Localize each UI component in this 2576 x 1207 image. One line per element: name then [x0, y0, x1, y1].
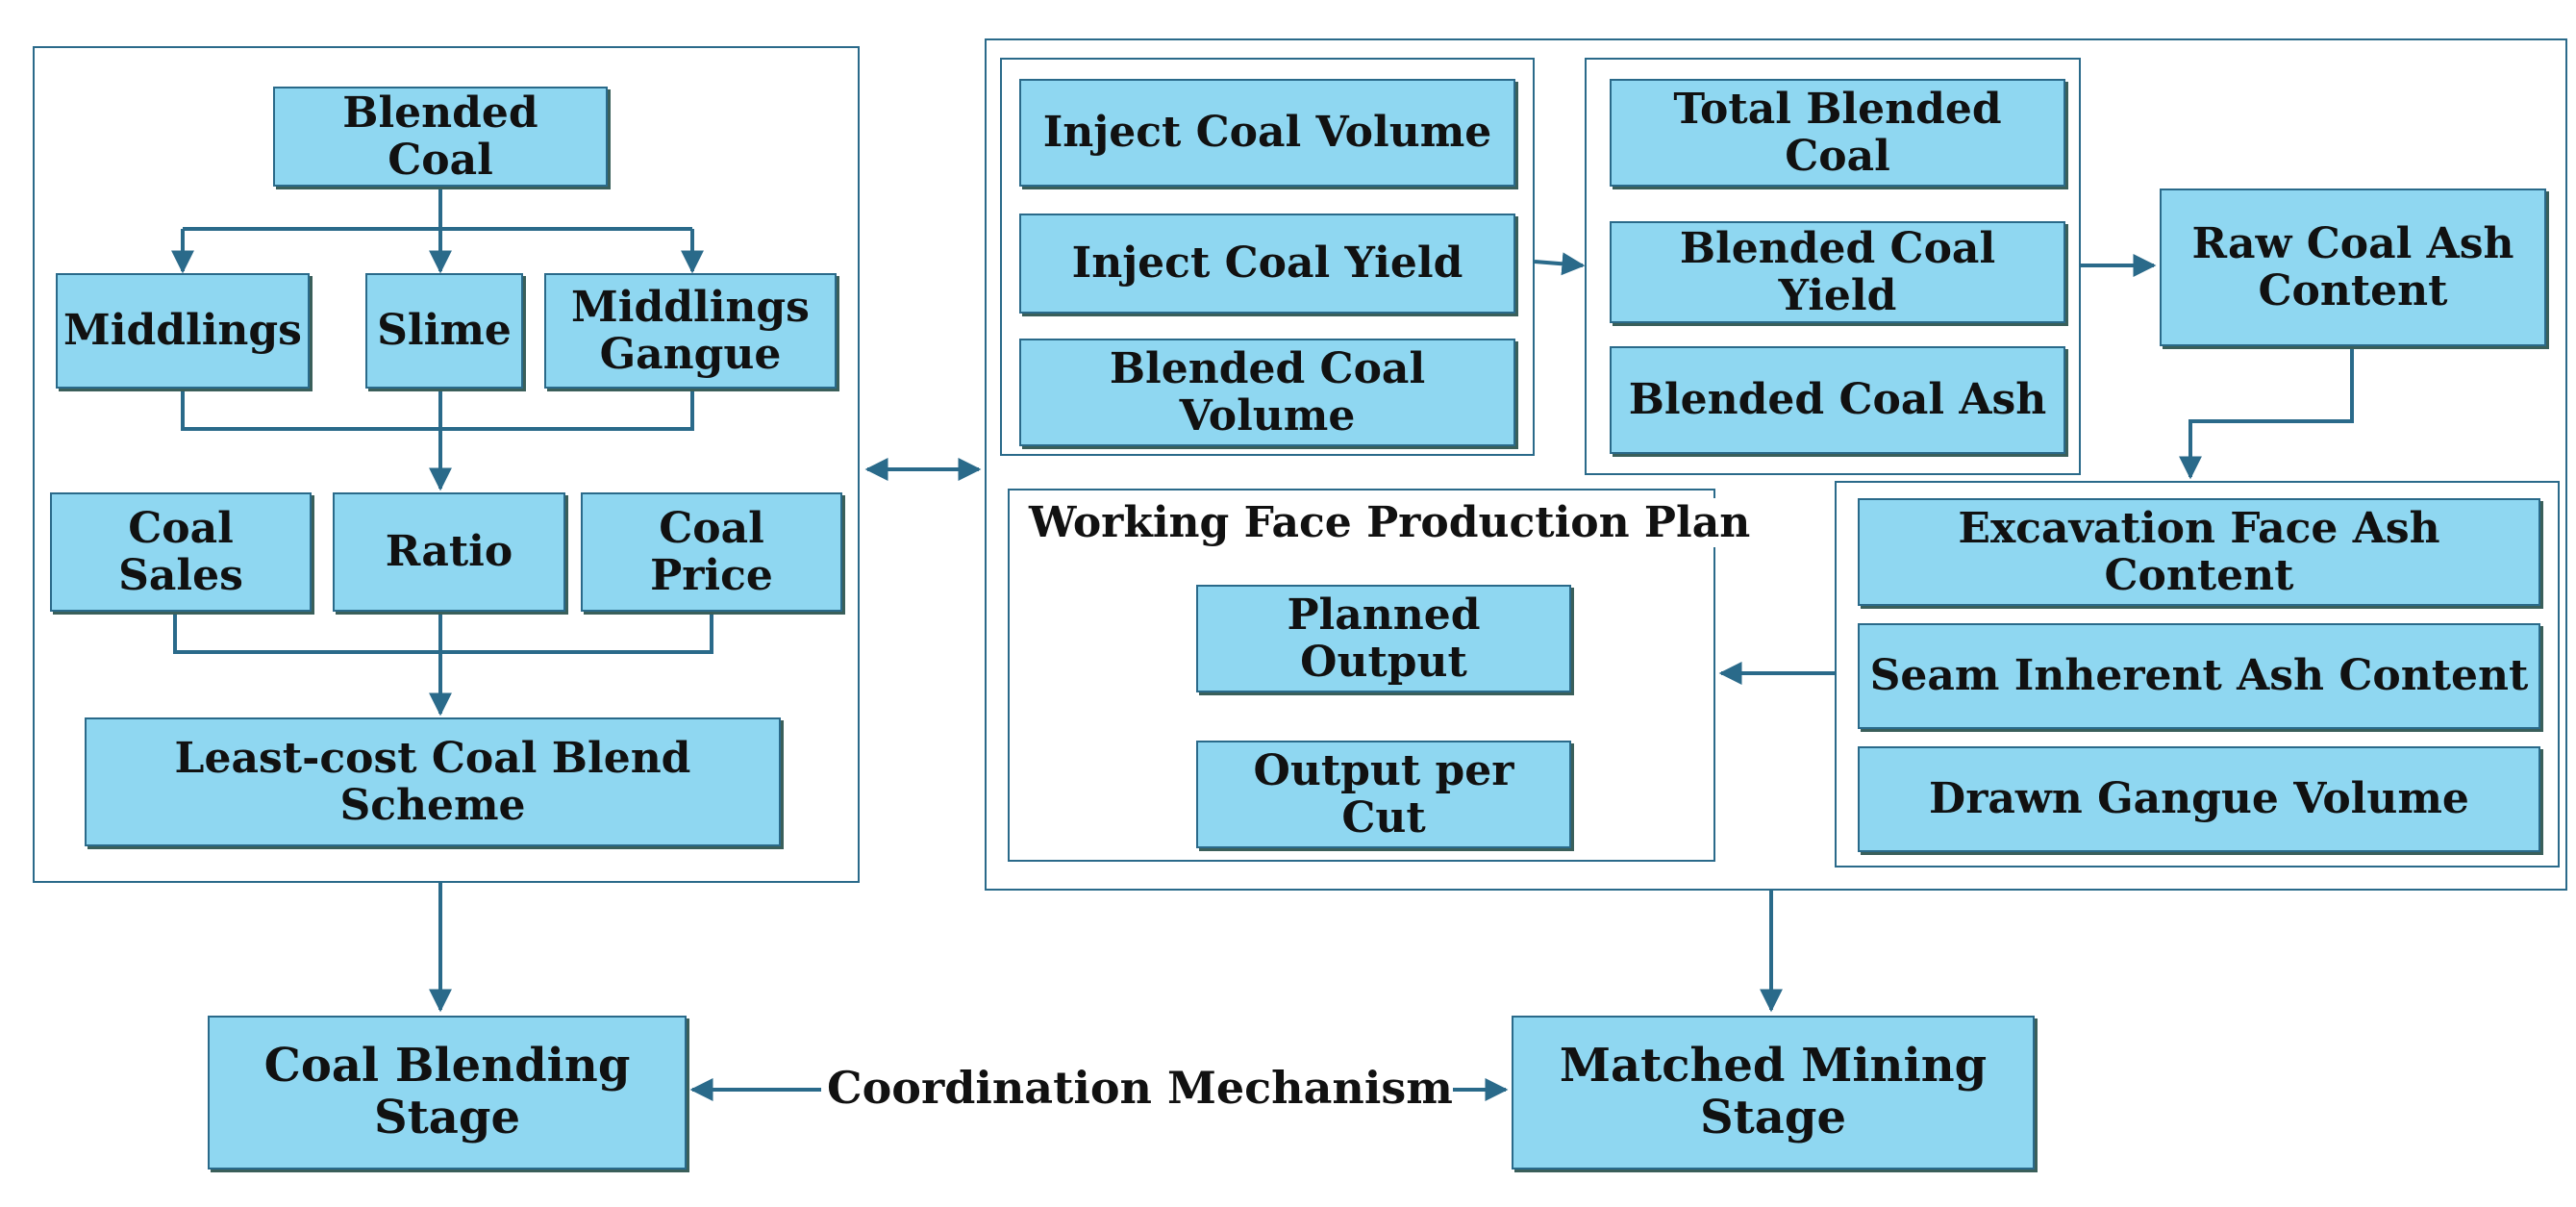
- inject-group-frame: [1000, 58, 1535, 456]
- arrow-inject-to-blended: [1534, 252, 1586, 276]
- slime-box: Slime: [365, 273, 523, 389]
- arrow-to-ash-group: [2179, 346, 2354, 480]
- blended-group-frame: [1585, 58, 2081, 475]
- merge-bar-lower: [173, 612, 713, 654]
- raw-coal-ash-content-box: Raw Coal Ash Content: [2160, 189, 2546, 346]
- blended-coal-box: Blended Coal: [273, 87, 608, 187]
- inject-coal-yield-box: Inject Coal Yield: [1019, 214, 1515, 314]
- coordination-mechanism-label: Coordination Mechanism: [827, 1062, 1453, 1114]
- blended-coal-volume-box: Blended Coal Volume: [1019, 339, 1515, 446]
- matched-mining-stage-box: Matched Mining Stage: [1512, 1016, 2035, 1169]
- production-plan-frame: [1008, 489, 1715, 862]
- inject-coal-volume-box: Inject Coal Volume: [1019, 79, 1515, 187]
- middlings-gangue-box: Middlings Gangue: [544, 273, 837, 389]
- drawn-gangue-volume-box: Drawn Gangue Volume: [1858, 746, 2540, 852]
- ratio-box: Ratio: [333, 492, 565, 612]
- excavation-face-ash-box: Excavation Face Ash Content: [1858, 498, 2540, 606]
- matched-mining-panel: [985, 38, 2567, 891]
- coal-price-box: Coal Price: [581, 492, 842, 612]
- coal-blending-panel: [33, 46, 860, 883]
- coal-sales-box: Coal Sales: [50, 492, 312, 612]
- planned-output-box: Planned Output: [1196, 585, 1571, 692]
- seam-inherent-ash-box: Seam Inherent Ash Content: [1858, 623, 2540, 729]
- blended-coal-ash-box: Blended Coal Ash: [1610, 346, 2065, 454]
- production-plan-title: Working Face Production Plan: [1029, 498, 1751, 547]
- total-blended-coal-box: Total Blended Coal: [1610, 79, 2065, 187]
- output-per-cut-box: Output per Cut: [1196, 741, 1571, 848]
- ash-group-frame: [1835, 481, 2560, 868]
- blended-coal-yield-box: Blended Coal Yield: [1610, 221, 2065, 323]
- merge-bar-upper: [181, 389, 694, 431]
- least-cost-scheme-box: Least-cost Coal Blend Scheme: [85, 717, 781, 846]
- coal-blending-stage-box: Coal Blending Stage: [208, 1016, 687, 1169]
- middlings-box: Middlings: [56, 273, 310, 389]
